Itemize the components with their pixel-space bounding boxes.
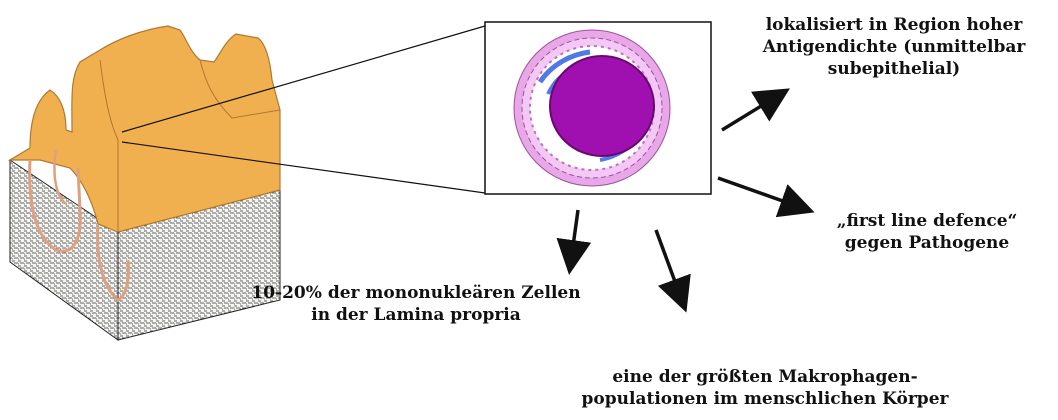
annotation-location: lokalisiert in Region hoher Antigendicht… — [730, 14, 1058, 80]
annotation-line: gegen Pathogene — [812, 232, 1042, 254]
nucleus — [550, 56, 654, 156]
annotation-line: lokalisiert in Region hoher — [730, 14, 1058, 36]
annotation-line: eine der größten Makrophagen- — [535, 366, 995, 388]
annotation-line: Antigendichte (unmittelbar — [730, 36, 1058, 58]
annotation-line: 10-20% der mononukleären Zellen — [206, 282, 626, 304]
arrow-to-percent — [570, 210, 578, 268]
macrophage-cell-icon — [514, 30, 670, 186]
annotation-line: populationen im menschlichen Körper — [535, 388, 995, 410]
annotation-line: in der Lamina propria — [206, 304, 626, 326]
arrow-to-defence — [718, 178, 808, 210]
annotation-defence: „first line defence“ gegen Pathogene — [812, 210, 1042, 254]
annotation-population: eine der größten Makrophagen- population… — [535, 366, 995, 410]
arrow-to-population — [656, 230, 684, 306]
arrow-to-location — [722, 92, 784, 130]
annotation-line: „first line defence“ — [812, 210, 1042, 232]
annotation-line: subepithelial) — [730, 58, 1058, 80]
annotation-percent: 10-20% der mononukleären Zellen in der L… — [206, 282, 626, 326]
